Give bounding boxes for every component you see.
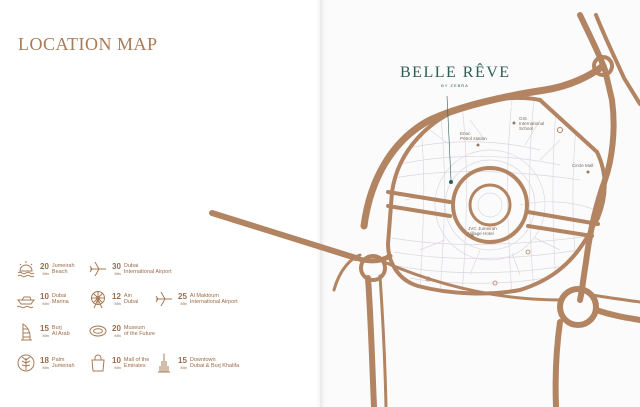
road-label-east: E611: [591, 252, 597, 262]
svg-text:School: School: [519, 126, 533, 131]
shopping-bag-icon: [88, 353, 108, 373]
ferris-wheel-icon: [88, 289, 108, 309]
svg-text:GIS: GIS: [519, 116, 527, 121]
project-location-marker: [449, 180, 453, 184]
poi-gis: GIS International School: [512, 116, 544, 131]
page-gutter: [316, 0, 326, 407]
poi-enoc: Enoc Petrol station: [460, 131, 487, 147]
museum-ring-icon: [88, 321, 108, 341]
burj-al-arab-icon: [16, 321, 36, 341]
brand-logo: BELLE RÊVE BY ZEBRA: [400, 64, 510, 88]
page-title: LOCATION MAP: [18, 34, 158, 54]
airplane-icon: [88, 259, 108, 279]
palm-icon: [16, 353, 36, 373]
svg-text:International: International: [519, 121, 544, 126]
roads: [209, 12, 640, 407]
airplane-icon: [154, 289, 174, 309]
left-page: [0, 0, 320, 407]
beach-icon: [16, 259, 36, 279]
svg-text:Village Hotel: Village Hotel: [468, 231, 494, 236]
svg-text:Circle Mall: Circle Mall: [572, 163, 593, 168]
svg-text:Petrol station: Petrol station: [460, 136, 487, 141]
poi-jvc-hotel: JVC Jumeirah Village Hotel: [468, 226, 497, 238]
brand-name: BELLE RÊVE: [400, 64, 511, 81]
brand-pointer-line: [446, 95, 452, 181]
svg-text:Enoc: Enoc: [460, 131, 471, 136]
road-label-north: AL KHAIL ROAD: [486, 104, 517, 113]
road-labels: AL KHAIL ROAD E611: [486, 104, 597, 262]
poi-circle-mall: Circle Mall: [572, 163, 593, 174]
brand-subtitle: BY ZEBRA: [441, 83, 469, 88]
svg-text:JVC Jumeirah: JVC Jumeirah: [468, 226, 497, 231]
boat-icon: [16, 289, 36, 309]
burj-khalifa-icon: [154, 353, 174, 373]
